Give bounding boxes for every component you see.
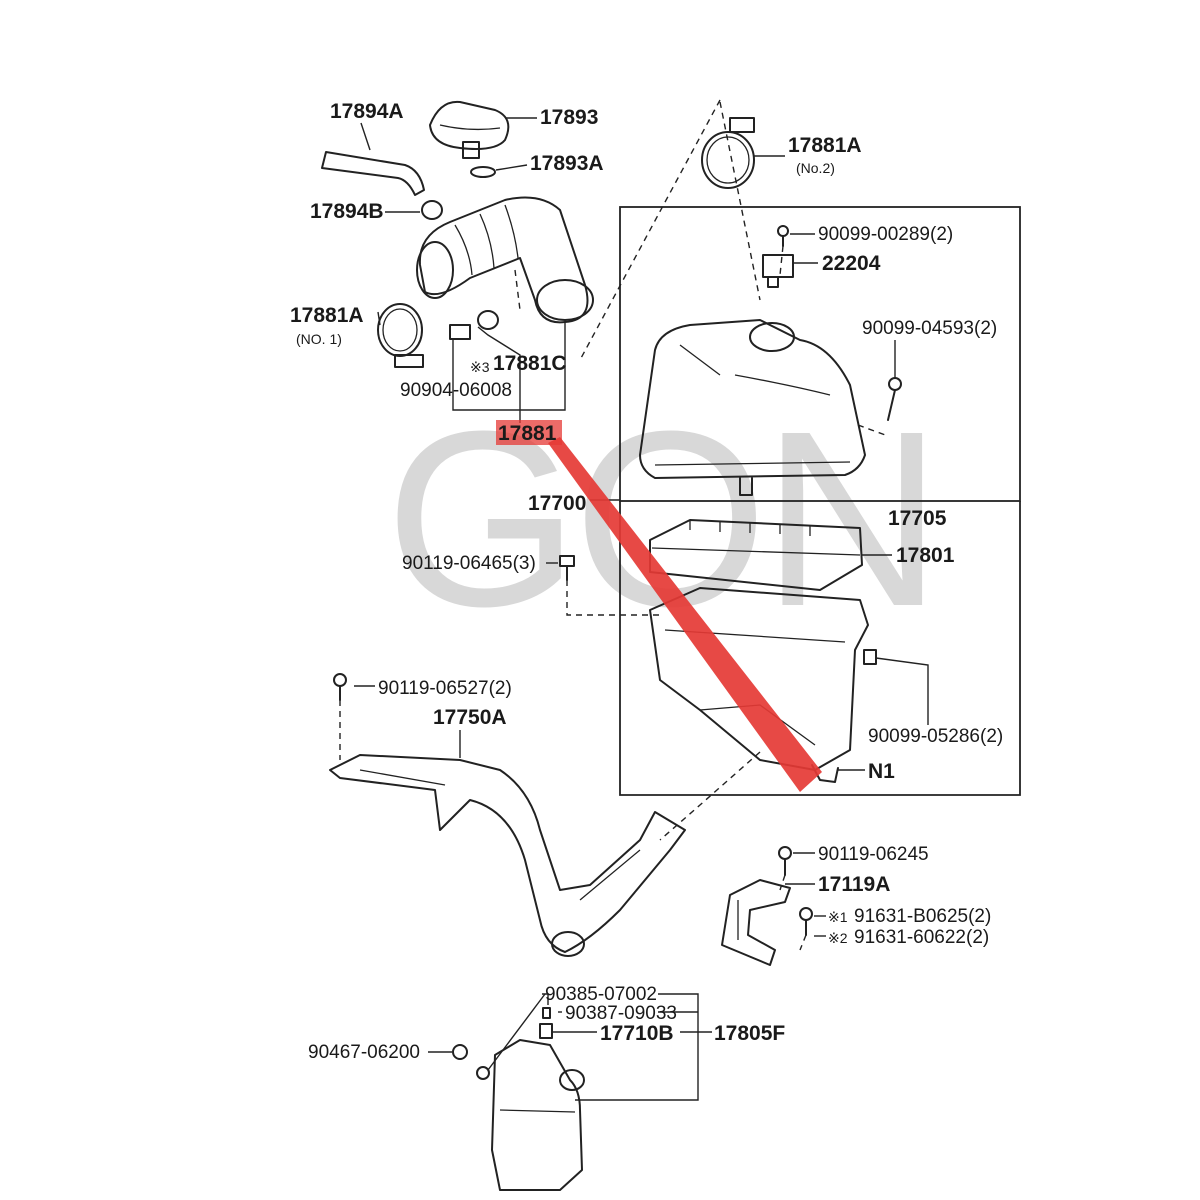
air-cleaner-case-box <box>619 501 1021 796</box>
label-N1[interactable]: N1 <box>868 760 895 783</box>
leader-lines <box>354 117 929 1101</box>
ring-17893A-drawing <box>470 166 496 178</box>
label-90387-09033[interactable]: 90387-09033 <box>565 1003 677 1024</box>
label-91631-60622[interactable]: 91631-60622(2) <box>854 927 989 948</box>
highlight-label-box <box>496 420 562 445</box>
clamp-17881A-no2-drawing <box>701 117 755 189</box>
label-17705[interactable]: 17705 <box>888 507 947 530</box>
label-17893A[interactable]: 17893A <box>530 152 604 175</box>
label-17893[interactable]: 17893 <box>540 106 598 129</box>
air-cleaner-cap-17705-drawing <box>639 319 866 496</box>
label-90119-06527[interactable]: 90119-06527(2) <box>378 678 512 699</box>
clamp-17881A-no1-drawing <box>377 303 424 368</box>
bolt-90119-06245-drawing <box>778 846 792 876</box>
bolt-90119-06465-drawing <box>559 555 575 581</box>
label-no2: (No.2) <box>796 160 835 176</box>
label-90099-00289[interactable]: 90099-00289(2) <box>818 224 953 245</box>
label-90119-06245[interactable]: 90119-06245 <box>818 844 929 865</box>
label-90385-07002[interactable]: 90385-07002 <box>545 984 657 1005</box>
clamp-17881C-drawing <box>477 310 499 330</box>
sensor-22204-drawing <box>762 254 794 288</box>
label-17881A-top[interactable]: 17881A <box>788 134 862 157</box>
label-90904-06008[interactable]: 90904-06008 <box>400 380 512 401</box>
air-cleaner-cap-box <box>619 206 1021 502</box>
label-17881C[interactable]: 17881C <box>493 352 567 375</box>
label-17894A[interactable]: 17894A <box>330 100 404 123</box>
resonator-17805F-drawing <box>491 1039 585 1191</box>
label-17710B[interactable]: 17710B <box>600 1022 674 1045</box>
label-91631-B0625[interactable]: 91631-B0625(2) <box>854 906 991 927</box>
label-17700[interactable]: 17700 <box>528 492 586 515</box>
hose-17894A-drawing <box>321 151 425 196</box>
bolt-90467-06200-drawing <box>452 1044 490 1080</box>
label-22204[interactable]: 22204 <box>822 252 881 275</box>
plug-90904-06008-drawing <box>449 324 471 340</box>
label-17750A[interactable]: 17750A <box>433 706 507 729</box>
label-90467-06200[interactable]: 90467-06200 <box>308 1042 420 1063</box>
label-mark3: ※3 <box>470 359 490 375</box>
bolt-90099-00289-drawing <box>777 225 789 247</box>
bolt-91631-drawing <box>799 907 813 936</box>
label-mark2: ※2 <box>828 930 848 946</box>
clamp-17894B-drawing <box>421 200 443 220</box>
inlet-duct-17750A-drawing <box>329 754 686 957</box>
label-17894B[interactable]: 17894B <box>310 200 384 223</box>
intake-hose-17881-drawing <box>416 196 594 324</box>
grommet-17710B-drawing <box>539 1007 553 1039</box>
highlight-pointer <box>496 420 822 792</box>
label-17881-highlighted[interactable]: 17881 <box>498 422 557 445</box>
watermark: GON <box>385 379 936 658</box>
resonator-17893-drawing <box>429 100 510 159</box>
bracket-17119A-drawing <box>721 879 791 966</box>
label-17801[interactable]: 17801 <box>896 544 955 567</box>
bolt-90119-06527-drawing <box>333 673 347 701</box>
label-90099-05286[interactable]: 90099-05286(2) <box>868 726 1003 747</box>
dashed-lines <box>339 99 889 951</box>
label-mark1: ※1 <box>828 909 848 925</box>
clip-90099-05286-drawing <box>863 649 877 665</box>
label-17805F[interactable]: 17805F <box>714 1022 785 1045</box>
label-90099-04593[interactable]: 90099-04593(2) <box>862 318 997 339</box>
highlight-pointer-wedge <box>548 437 822 792</box>
label-90119-06465[interactable]: 90119-06465(3) <box>402 553 536 574</box>
label-17881A-left[interactable]: 17881A <box>290 304 364 327</box>
label-no1: (NO. 1) <box>296 331 342 347</box>
label-17119A[interactable]: 17119A <box>818 873 890 896</box>
